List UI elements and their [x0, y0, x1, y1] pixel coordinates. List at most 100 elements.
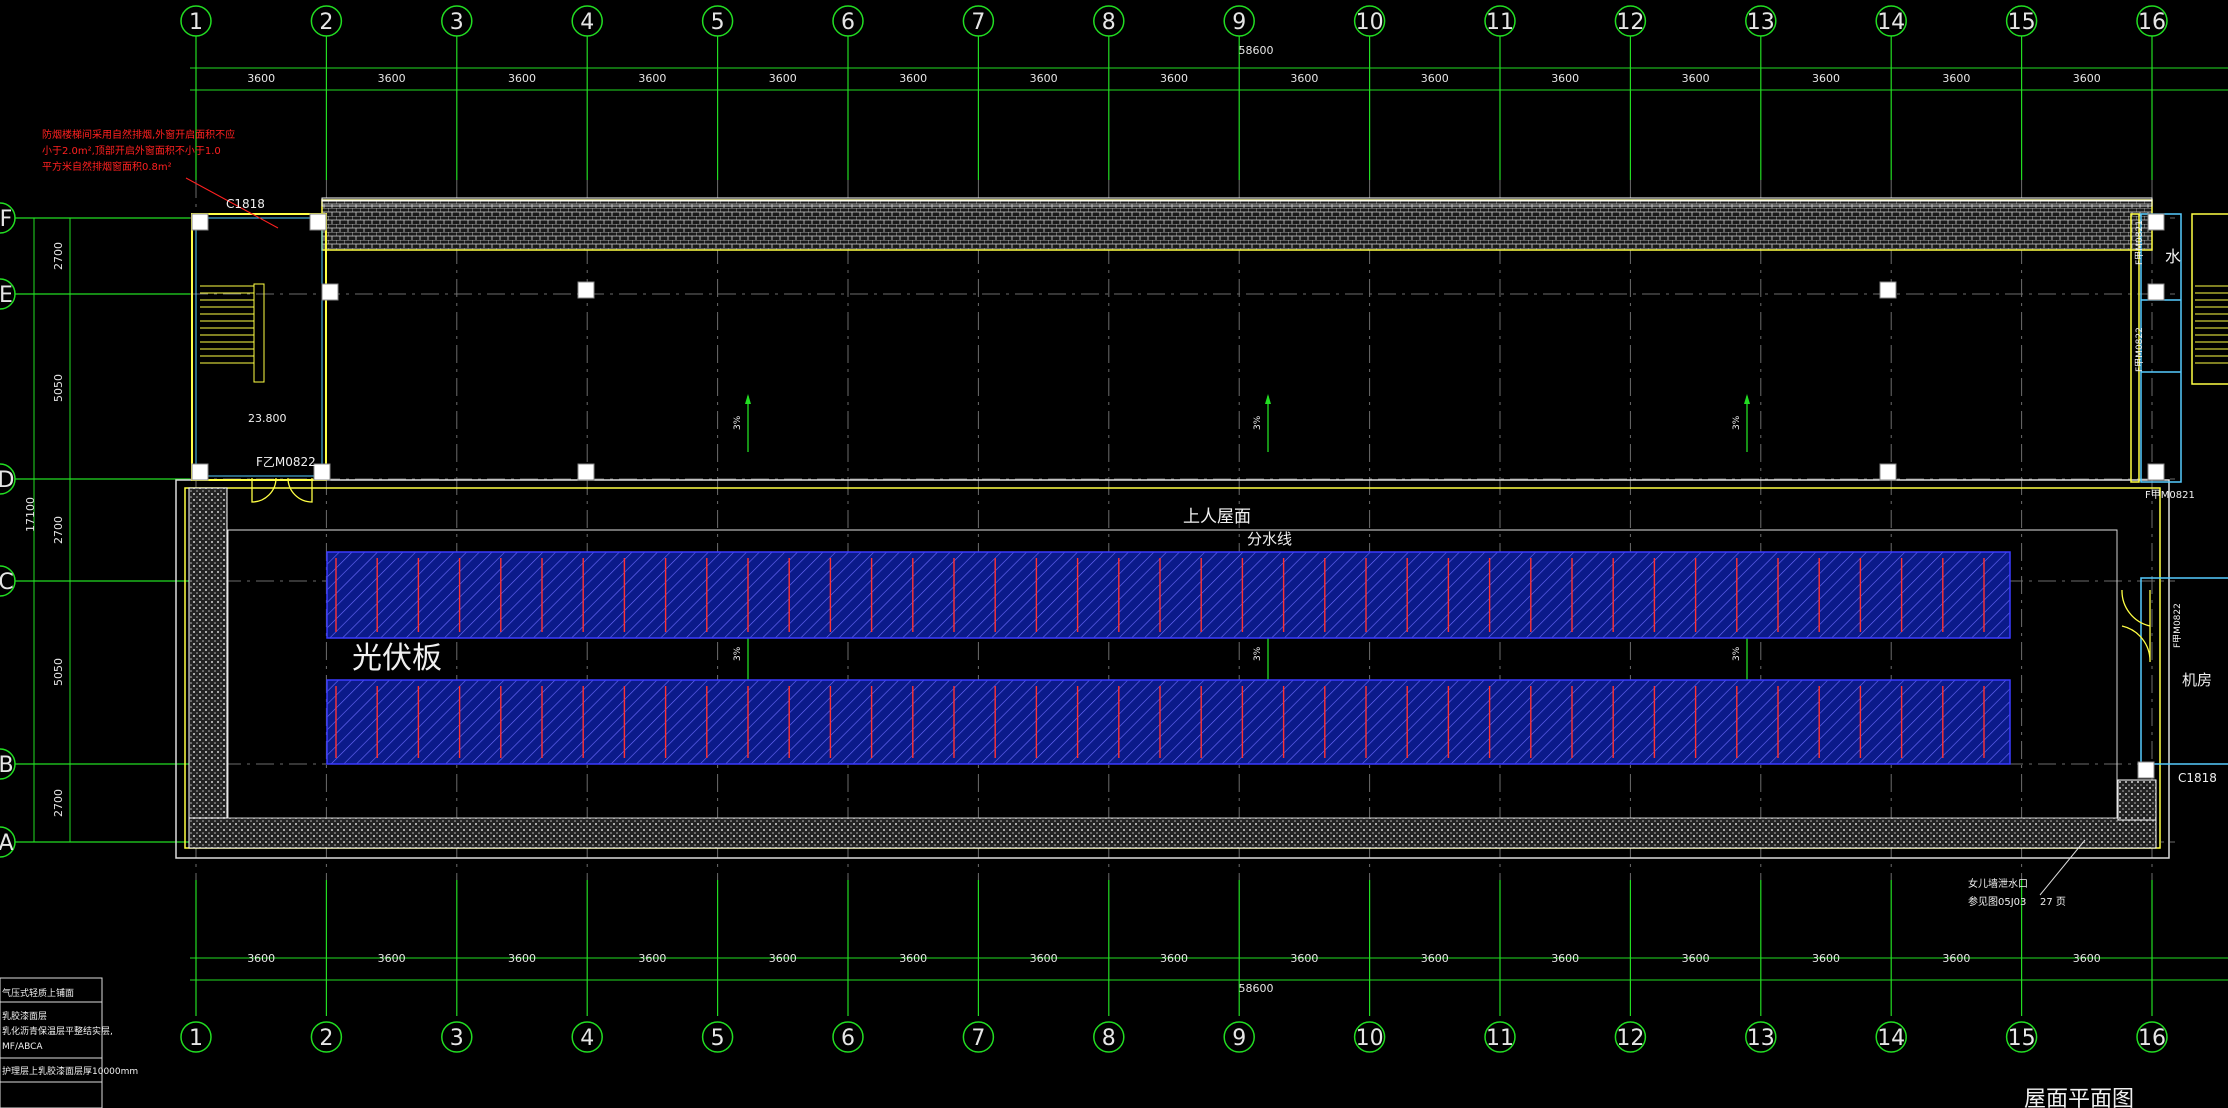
- total-dimension: 58600: [1239, 44, 1274, 57]
- stair-double-door: [251, 477, 313, 503]
- row-bubble-B: [0, 748, 16, 780]
- bay-dimension: 3600: [1942, 72, 1970, 85]
- axis-bubble-label-4: 4: [580, 10, 594, 35]
- axis-bubble-2-bottom: [310, 1021, 343, 1053]
- pv-label: 光伏板: [352, 641, 442, 676]
- column: [1879, 463, 1897, 481]
- row-bubble-label-F: F: [0, 207, 12, 232]
- axis-bubble-3-top: [441, 5, 473, 37]
- axis-bubble-2-top: [310, 5, 343, 37]
- column: [191, 213, 209, 231]
- slope-label: 3%: [1253, 646, 1263, 661]
- axis-bubble-16-bottom: [2136, 1021, 2168, 1053]
- axis-bubbles: 1122334455667788991010111112121313141415…: [0, 5, 2168, 1053]
- bay-dimension: 3600: [899, 952, 927, 965]
- window-tag-c1818-left: C1818: [226, 197, 265, 211]
- column: [2147, 283, 2165, 301]
- slope-arrow-head: [1265, 394, 1271, 404]
- bay-dimension: 3600: [769, 952, 797, 965]
- column: [1879, 281, 1897, 299]
- outlet-note-2: 参见图05J03: [1968, 895, 2026, 908]
- axis-bubble-label-1: 1: [189, 10, 203, 35]
- axis-bubble-label-13: 13: [1747, 1026, 1775, 1051]
- slope-label: 3%: [733, 415, 743, 430]
- axis-bubble-11-bottom: [1484, 1021, 1516, 1053]
- bay-dimension: 3600: [1551, 952, 1579, 965]
- column: [2147, 463, 2165, 481]
- legend-line-2: 乳胶漆面层: [2, 1010, 47, 1022]
- axis-bubble-4-bottom: [571, 1021, 603, 1053]
- bay-dimension: 3600: [1030, 72, 1058, 85]
- axis-bubble-label-5: 5: [711, 1026, 725, 1051]
- roof-label: 上人屋面: [1183, 507, 1251, 527]
- legend-line-4: MF/ABCA: [2, 1042, 43, 1052]
- left-dimension: 2700: [52, 789, 65, 817]
- axis-bubble-label-2: 2: [319, 1026, 333, 1051]
- axis-bubble-9-bottom: [1223, 1021, 1255, 1053]
- outlet-page: 27 页: [2040, 896, 2066, 908]
- bay-dimension: 3600: [2073, 72, 2101, 85]
- bay-dimension: 3600: [247, 952, 275, 965]
- bay-dimension: 3600: [1160, 952, 1188, 965]
- axis-bubble-label-13: 13: [1747, 10, 1775, 35]
- axis-bubble-label-7: 7: [971, 1026, 985, 1051]
- column: [309, 213, 327, 231]
- red-note-line-2: 小于2.0m²,顶部开启外窗面积不小于1.0: [42, 144, 221, 157]
- ridge-label: 分水线: [1247, 530, 1292, 548]
- legend-line-3: 乳化沥青保温层平整结实层,: [2, 1025, 113, 1037]
- axis-bubble-14-bottom: [1875, 1021, 1907, 1053]
- column: [321, 283, 339, 301]
- legend-box: [0, 977, 103, 1108]
- bay-dimension: 3600: [1290, 952, 1318, 965]
- dimension-lines: 3600 3600 3600 3600 3600 3600 3600 3600 3600 3600…: [33, 44, 2228, 995]
- red-note-line-1: 防烟楼梯间采用自然排烟,外窗开启面积不应: [42, 128, 235, 141]
- door-tag-right: F甲M0821: [2145, 490, 2195, 501]
- bay-dimension: 3600: [1812, 72, 1840, 85]
- bay-dimension: 3600: [1942, 952, 1970, 965]
- axis-bubble-8-bottom: [1093, 1021, 1125, 1053]
- axis-bubble-label-11: 11: [1486, 1026, 1514, 1051]
- right-wall: [2130, 213, 2140, 483]
- note-leader: [185, 177, 279, 229]
- axis-bubble-15-top: [2005, 5, 2038, 37]
- bay-dimension: 3600: [2073, 952, 2101, 965]
- bay-dimension: 3600: [1030, 952, 1058, 965]
- bay-dimension: 3600: [638, 952, 666, 965]
- axis-grid-lines: [14, 34, 2175, 1016]
- red-note-line-3: 平方米自然排烟窗面积0.8m²: [42, 160, 172, 173]
- axis-bubble-label-6: 6: [841, 1026, 855, 1051]
- water-room-label: 水: [2165, 247, 2181, 266]
- left-total-dim: 17100: [24, 497, 37, 532]
- row-bubble-label-A: A: [0, 831, 14, 856]
- slope-label: 3%: [1732, 646, 1742, 661]
- stair-handrail: [253, 283, 265, 383]
- left-dimension: 2700: [52, 242, 65, 270]
- bay-dimension: 3600: [508, 72, 536, 85]
- machine-room-door: [2121, 589, 2151, 663]
- bay-dimension: 3600: [1160, 72, 1188, 85]
- row-bubble-label-D: D: [0, 468, 14, 493]
- slope-label: 3%: [733, 646, 743, 661]
- pv-array-1: [326, 551, 2011, 639]
- column: [191, 463, 209, 481]
- top-parapet-edge: [321, 199, 2153, 207]
- pv-panel-arrays: [326, 551, 2011, 765]
- axis-bubble-label-10: 10: [1356, 1026, 1384, 1051]
- door-tag-right-mid: F甲M0822: [2134, 327, 2145, 372]
- bay-dimension: 3600: [1812, 952, 1840, 965]
- bay-dimension: 3600: [1421, 72, 1449, 85]
- window-tag-c1818-right: C1818: [2178, 771, 2217, 785]
- machine-room: [2140, 577, 2228, 765]
- axis-bubble-label-14: 14: [1877, 1026, 1905, 1051]
- axis-bubble-6-bottom: [832, 1021, 864, 1053]
- axis-bubble-13-top: [1745, 5, 1777, 37]
- axis-bubble-5-bottom: [701, 1021, 734, 1053]
- row-bubble-D: [0, 463, 16, 495]
- axis-bubble-label-8: 8: [1102, 10, 1116, 35]
- bottom-gravel-strip: [188, 817, 2157, 849]
- axis-bubble-label-3: 3: [450, 1026, 464, 1051]
- axis-bubble-6-top: [832, 5, 864, 37]
- axis-bubble-12-top: [1614, 5, 1647, 37]
- axis-bubble-7-top: [962, 5, 995, 37]
- bay-dimension: 3600: [1290, 72, 1318, 85]
